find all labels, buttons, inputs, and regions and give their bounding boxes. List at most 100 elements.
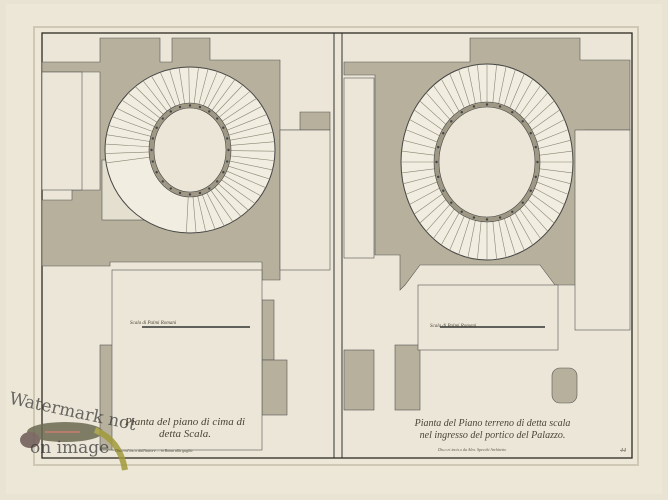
baluster <box>498 216 502 219</box>
right-stair-rail <box>433 101 541 223</box>
stair-tread <box>458 69 472 111</box>
stair-tread <box>440 208 462 246</box>
baluster <box>222 126 225 129</box>
baluster <box>498 105 502 108</box>
stair-tread <box>151 75 174 113</box>
stair-tread <box>219 172 261 197</box>
baluster <box>198 191 202 195</box>
baluster <box>442 132 445 135</box>
left-credit: Dis.o ed inc.o dall'autore ... in Roma a… <box>115 448 193 453</box>
stair-tread <box>533 139 571 151</box>
stair-tread <box>401 150 440 157</box>
stair-tread <box>409 185 444 205</box>
stair-tread <box>524 100 555 128</box>
stair-tread <box>532 129 569 145</box>
stair-well <box>153 107 227 193</box>
stair-tread <box>193 67 199 109</box>
stair-tread <box>425 92 454 124</box>
baluster <box>485 218 489 221</box>
right-caption-line1: Pianta del Piano terreno di detta scala <box>414 418 571 429</box>
stair-tread <box>530 119 565 139</box>
baluster <box>208 187 211 190</box>
stair-tread <box>105 143 155 148</box>
baluster <box>437 175 440 179</box>
stair-tread <box>128 92 165 122</box>
stair-tread <box>211 183 242 217</box>
baluster <box>521 120 524 123</box>
stair-tread <box>205 74 227 113</box>
baluster <box>511 111 514 114</box>
stair-tread <box>223 164 270 180</box>
right-scale-label: Scala di Palmi Romani <box>430 324 477 329</box>
stair-tread <box>516 204 541 239</box>
stair-tread <box>516 85 541 120</box>
stair-tread <box>414 109 447 133</box>
baluster <box>437 145 440 149</box>
right-portico <box>417 284 559 351</box>
stair-tread <box>527 109 560 133</box>
stair-tread <box>507 211 525 251</box>
baluster <box>227 148 230 152</box>
stair-tread <box>225 141 275 147</box>
stair-tread <box>401 167 440 174</box>
baluster <box>216 180 219 183</box>
stair-tread <box>214 180 249 211</box>
baluster <box>225 160 229 163</box>
stair-tread <box>108 125 156 138</box>
baluster <box>442 189 445 192</box>
stair-tread <box>467 215 477 258</box>
baluster <box>435 160 438 164</box>
baluster <box>178 105 182 109</box>
stair-tread <box>507 73 525 113</box>
stair-tread <box>142 80 171 116</box>
baluster <box>198 105 202 109</box>
stair-tread <box>449 211 467 251</box>
baluster <box>529 132 532 135</box>
stair-tread <box>223 122 271 137</box>
baluster <box>188 193 192 196</box>
stair-tread <box>534 150 573 157</box>
baluster <box>460 210 463 213</box>
baluster <box>511 210 514 213</box>
stair-tread <box>512 78 534 116</box>
stair-tread <box>533 173 571 185</box>
stair-tread <box>492 64 497 108</box>
baluster <box>536 160 539 164</box>
stair-tread <box>186 191 189 233</box>
left-caption-line1: Pianta del piano di cima di <box>124 416 246 428</box>
right-caption-line2: nel ingresso del portico del Palazzo. <box>419 430 566 441</box>
stair-tread <box>225 155 275 161</box>
stair-tread <box>225 132 274 142</box>
left-caption: Pianta del piano di cima di detta Scala. <box>110 416 260 440</box>
baluster <box>472 216 476 219</box>
stair-tread <box>218 98 257 125</box>
watermark-salamander-logo <box>20 422 128 471</box>
right-plan-walls <box>343 37 631 411</box>
stair-tread <box>512 208 534 246</box>
right-credit: Dis.o et incis.o da Alex. Specchi Archit… <box>438 447 507 452</box>
stair-tread <box>502 69 516 111</box>
left-caption-line2: detta Scala. <box>159 428 211 440</box>
stair-tread <box>197 68 209 110</box>
stair-tread <box>433 204 458 239</box>
stair-tread <box>106 156 155 164</box>
stair-tread <box>207 186 234 222</box>
stair-tread <box>440 78 462 116</box>
baluster <box>169 110 172 113</box>
stair-tread <box>405 179 442 195</box>
stair-tread <box>112 116 158 134</box>
stair-tread <box>433 85 458 120</box>
stair-tread <box>217 176 256 204</box>
stair-tread <box>532 179 569 195</box>
baluster <box>151 137 155 140</box>
stair-tread <box>530 185 565 205</box>
stair-tread <box>477 216 482 260</box>
stair-tread <box>225 150 275 152</box>
baluster <box>485 103 489 106</box>
plate-number: 44 <box>620 448 626 454</box>
baluster <box>208 110 211 113</box>
left-scale-label: Scala di Palmi Romani <box>130 321 177 326</box>
baluster <box>460 111 463 114</box>
stair-tread <box>497 215 507 258</box>
